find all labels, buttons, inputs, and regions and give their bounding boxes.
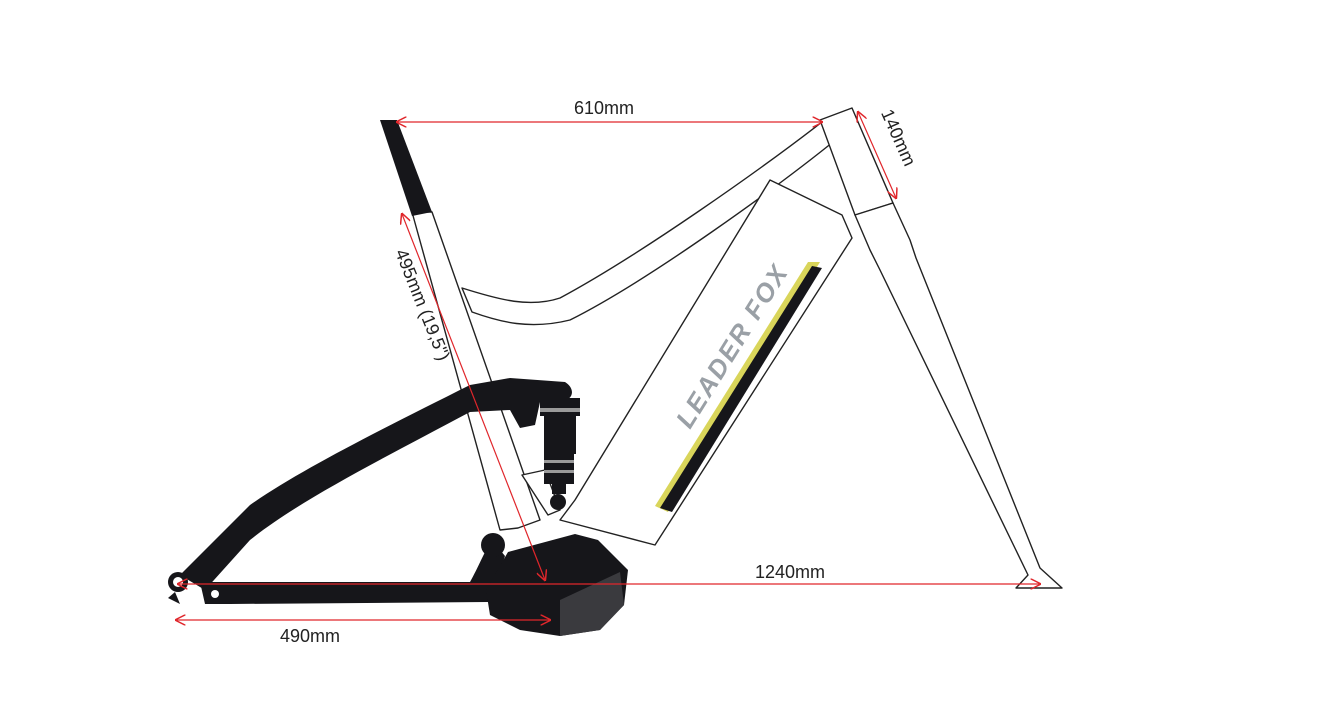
rear-suspension (168, 120, 580, 604)
top-tube-label: 610mm (574, 98, 634, 118)
motor (486, 534, 628, 636)
battery (655, 262, 822, 512)
head-tube-dimension-line (858, 112, 896, 198)
overall-length-label: 1240mm (755, 562, 825, 582)
down-tube (559, 179, 853, 546)
chainstay-pivot (481, 533, 505, 557)
head-tube-label: 140mm (877, 106, 920, 169)
seat-tube (411, 211, 541, 531)
chain-stay (200, 540, 505, 604)
rear-shock (540, 398, 580, 510)
dimension-lines (176, 112, 1040, 620)
seat-post (380, 120, 432, 216)
fork (854, 202, 1063, 589)
seat-tube-dimension-line (402, 214, 545, 580)
chainstay-label: 490mm (280, 626, 340, 646)
